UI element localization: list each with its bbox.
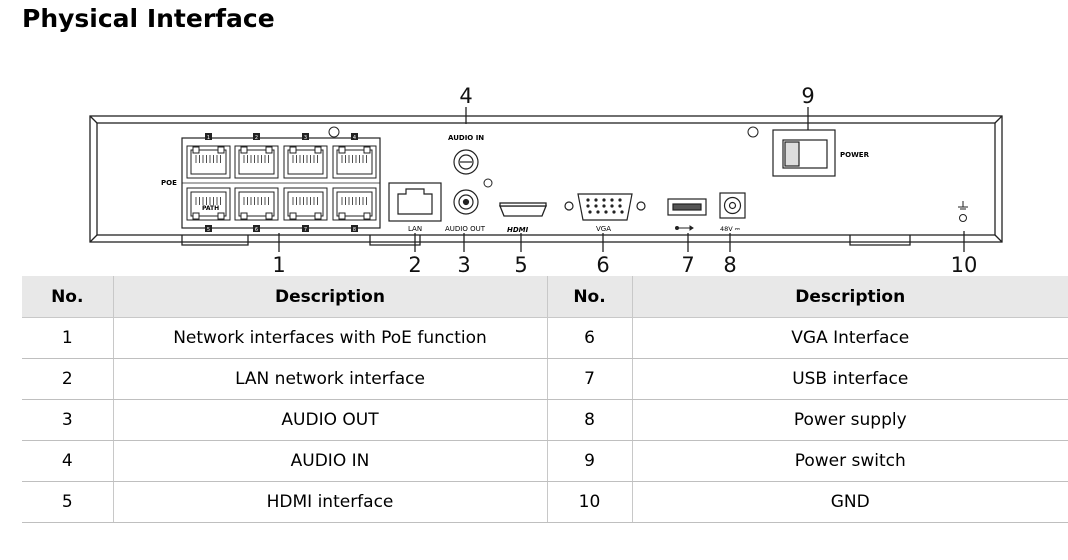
table-cell: 7 <box>546 358 632 400</box>
port-number-box <box>351 225 358 232</box>
vga-port <box>564 193 646 221</box>
port-number: 7 <box>304 227 307 233</box>
audio-out-jack <box>453 189 479 215</box>
audio-in-label: AUDIO IN <box>448 134 484 142</box>
usb-port <box>667 198 707 216</box>
vga-label: VGA <box>596 225 611 233</box>
port-number: 2 <box>255 135 258 141</box>
rj45-port <box>186 187 231 221</box>
rear-panel-diagram: POE PATH 1 5 2 6 3 7 4 8 LAN AUDIO IN AUDIO OUT… <box>89 84 1003 276</box>
port-number-markers: 1 5 2 6 3 7 4 8 <box>205 133 358 233</box>
table-cell: 6 <box>546 317 632 359</box>
audio-out-label: AUDIO OUT <box>445 225 486 233</box>
table-cell: AUDIO IN <box>112 440 547 482</box>
table-cell: USB interface <box>631 358 1068 400</box>
port-number: 4 <box>353 135 356 141</box>
usb-icon <box>675 225 694 231</box>
rj45-port <box>283 187 328 221</box>
column-header: No. <box>546 276 632 318</box>
table-cell: VGA Interface <box>631 317 1068 359</box>
dc-power-jack <box>719 192 746 219</box>
table-row: 4 AUDIO IN 9 Power switch <box>22 440 1068 482</box>
rj45-port <box>234 187 279 221</box>
port-number: 6 <box>255 227 258 233</box>
port-number: 3 <box>304 135 307 141</box>
rj45-port <box>234 145 279 179</box>
table-cell: Power supply <box>631 399 1068 441</box>
table-cell: Network interfaces with PoE function <box>112 317 547 359</box>
chassis <box>89 115 1003 246</box>
column-header: Description <box>112 276 547 318</box>
callout-number: 6 <box>596 253 609 276</box>
table-cell: 4 <box>22 440 113 482</box>
port-number-box <box>302 133 309 140</box>
callout-numbers: 1 2 3 4 5 6 7 8 9 10 <box>272 84 977 276</box>
lan-port <box>388 182 442 222</box>
table-cell: AUDIO OUT <box>112 399 547 441</box>
column-header: No. <box>22 276 113 318</box>
power-switch <box>772 129 836 177</box>
port-number: 8 <box>353 227 356 233</box>
rj45-port <box>332 187 377 221</box>
ground-icon <box>958 201 968 222</box>
port-number-box <box>302 225 309 232</box>
port-number-box <box>253 133 260 140</box>
callout-number: 7 <box>681 253 694 276</box>
table-row: 1 Network interfaces with PoE function 6… <box>22 317 1068 359</box>
poe-label: POE <box>161 179 177 187</box>
lan-label: LAN <box>408 225 422 233</box>
table-row: 3 AUDIO OUT 8 Power supply <box>22 399 1068 441</box>
rj45-port <box>283 145 328 179</box>
rj45-port <box>332 145 377 179</box>
hdmi-port <box>499 202 547 217</box>
callout-number: 1 <box>272 253 285 276</box>
port-number: 1 <box>207 135 210 141</box>
port-number-box <box>351 133 358 140</box>
power-label: POWER <box>840 151 870 159</box>
callout-number: 2 <box>408 253 421 276</box>
table-cell: Power switch <box>631 440 1068 482</box>
table-cell: 3 <box>22 399 113 441</box>
table-cell: 2 <box>22 358 113 400</box>
dc-label: 48V ⎓ <box>720 225 740 233</box>
table-cell: HDMI interface <box>112 481 547 523</box>
table-cell: 9 <box>546 440 632 482</box>
callout-number: 4 <box>459 84 472 108</box>
table-header-row: No. Description No. Description <box>22 276 1068 318</box>
port-number: 5 <box>207 227 210 233</box>
audio-in-jack <box>453 149 479 175</box>
table-cell: 5 <box>22 481 113 523</box>
column-header: Description <box>631 276 1068 318</box>
table-cell: LAN network interface <box>112 358 547 400</box>
table-cell: 10 <box>546 481 632 523</box>
callout-number: 10 <box>951 253 978 276</box>
table-row: 2 LAN network interface 7 USB interface <box>22 358 1068 400</box>
port-number-box <box>253 225 260 232</box>
table-cell: 8 <box>546 399 632 441</box>
page-title: Physical Interface <box>22 4 275 33</box>
hdmi-label: HDMI <box>507 226 529 234</box>
table-cell: GND <box>631 481 1068 523</box>
callout-number: 3 <box>457 253 470 276</box>
callout-number: 8 <box>723 253 736 276</box>
rj45-port <box>186 145 231 179</box>
table-row: 5 HDMI interface 10 GND <box>22 481 1068 523</box>
port-number-box <box>205 133 212 140</box>
port-number-box <box>205 225 212 232</box>
table-cell: 1 <box>22 317 113 359</box>
callout-number: 5 <box>514 253 527 276</box>
poe-port-block <box>181 126 381 229</box>
path-label: PATH <box>202 205 219 212</box>
callout-number: 9 <box>801 84 814 108</box>
spec-table: No. Description No. Description 1 Networ… <box>22 276 1068 523</box>
